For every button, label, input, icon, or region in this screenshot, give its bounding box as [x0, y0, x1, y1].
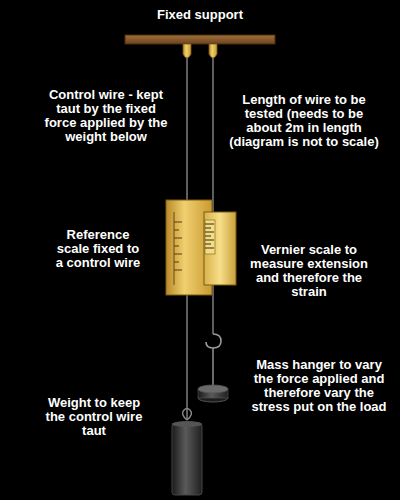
annotation-label: Length of wire to be tested (needs to be…: [226, 93, 382, 149]
hanger-hook: [206, 334, 221, 348]
support-bar: [125, 35, 275, 44]
weight-loop: [183, 409, 192, 421]
test-wire: [213, 58, 214, 334]
vernier-window: [205, 220, 215, 254]
hanger-rod: [212, 348, 213, 386]
annotation-label: Control wire - kept taut by the fixed fo…: [40, 88, 172, 144]
annotation-label: Reference scale fixed to a control wire: [52, 228, 144, 270]
scale-edge: [174, 212, 175, 285]
annotation-label: Weight to keep the control wire taut: [44, 396, 144, 438]
annotation-label: Mass hanger to vary the force applied an…: [246, 358, 392, 414]
vernier-ticks: [205, 224, 214, 248]
support-label: Fixed support: [110, 8, 290, 22]
scale-ticks: [174, 222, 182, 270]
clamp: [183, 44, 191, 58]
clamp: [209, 44, 217, 58]
vernier-scale: [204, 212, 236, 285]
hanger-disc-top: [198, 385, 228, 393]
annotation-label: Vernier scale to measure extension and t…: [250, 243, 368, 299]
weight-top: [172, 421, 202, 427]
weight-cylinder: [172, 423, 202, 495]
